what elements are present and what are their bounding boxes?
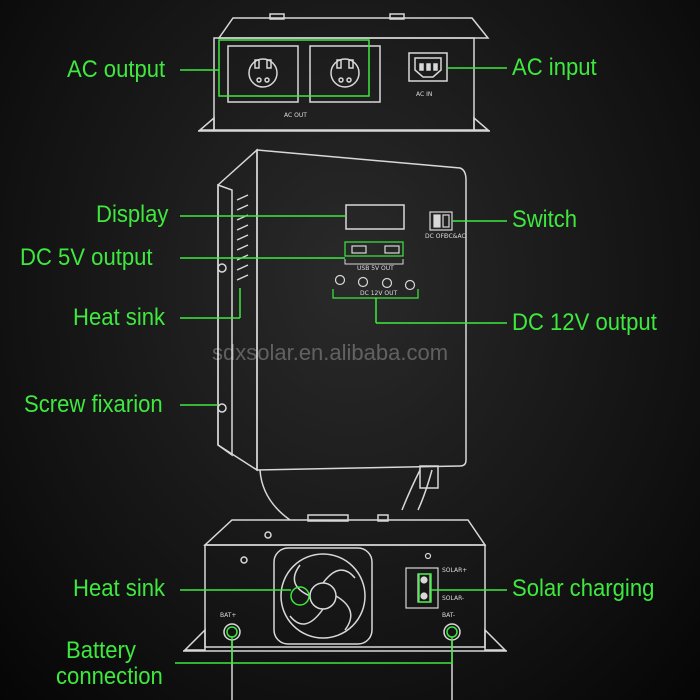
dc-12v-text: DC 12V OUT: [360, 290, 397, 297]
label-battery-line1: Battery: [66, 637, 136, 664]
ac-input-socket: [408, 52, 448, 82]
label-dc12v-output: DC 12V output: [512, 309, 657, 336]
usb-highlight: [344, 241, 404, 257]
bottom-panel-view: [183, 514, 507, 652]
ac-output-sockets: [227, 45, 381, 103]
bat-minus-text: BAT-: [442, 612, 455, 619]
fan-highlight: [290, 586, 310, 606]
label-battery-line2: connection: [56, 663, 163, 690]
watermark: sdxsolar.en.alibaba.com: [212, 340, 449, 365]
dc12v-ports: [334, 274, 416, 291]
usb-5v-text: USB 5V OUT: [357, 265, 394, 272]
bat-plus-text: BAT+: [220, 612, 236, 619]
label-display: Display: [96, 201, 169, 228]
cooling-fan: [273, 547, 373, 645]
label-screw-fixation: Screw fixarion: [24, 391, 163, 418]
solar-plus-text: SOLAR+: [442, 567, 467, 574]
top-panel-view: [197, 13, 491, 132]
solar-minus-text: SOLAR-: [442, 595, 464, 602]
ac-in-text: AC IN: [416, 91, 432, 98]
label-switch: Switch: [512, 206, 578, 233]
front-body-view: [217, 148, 467, 521]
solar-highlight: [418, 573, 432, 603]
dc-off-text: DC OFF: [425, 233, 448, 240]
display-window: [345, 204, 405, 230]
label-ac-output: AC output: [67, 56, 166, 83]
ac-out-text: AC OUT: [284, 112, 307, 119]
dc-ac-text: DC&AC: [444, 233, 466, 240]
label-solar-charging: Solar charging: [512, 575, 655, 602]
label-heat-sink-bottom: Heat sink: [73, 575, 166, 602]
usb-ports: [351, 245, 400, 254]
label-heat-sink-top: Heat sink: [73, 304, 166, 331]
power-switch: [429, 211, 453, 231]
callout-lines: [175, 67, 507, 664]
label-ac-input: AC input: [512, 54, 597, 81]
label-dc5v-output: DC 5V output: [20, 244, 153, 271]
ac-output-highlight: [218, 39, 370, 97]
solar-connector: [405, 552, 439, 609]
